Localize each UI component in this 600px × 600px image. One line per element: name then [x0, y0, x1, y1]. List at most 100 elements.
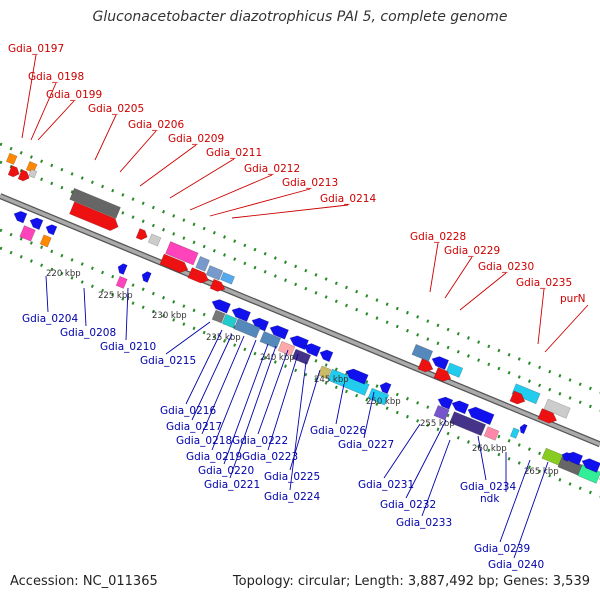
bottom-leader-line [201, 335, 245, 435]
gene-label-reverse: Gdia_0233 [396, 517, 452, 529]
reverse-gene-arrow [345, 368, 369, 385]
gene-label-forward: Gdia_0230 [478, 261, 534, 273]
gene-box [449, 411, 487, 437]
gene-label-reverse: Gdia_0234 [460, 481, 516, 493]
bottom-leader-line [289, 369, 321, 471]
gene-label-reverse: Gdia_0240 [488, 559, 544, 571]
reverse-gene-arrow [451, 400, 470, 415]
bottom-leader-line [223, 343, 269, 465]
reverse-gene-arrow [251, 317, 270, 332]
scale-label: 250 kbp [366, 397, 401, 407]
gene-label-forward: Gdia_0211 [206, 147, 262, 159]
gene-feature-53 [511, 383, 541, 405]
gene-box [233, 318, 261, 339]
gene-label-reverse: Gdia_0225 [264, 471, 320, 483]
gene-feature-19 [19, 225, 36, 242]
scale-label: 235 kbp [206, 333, 241, 343]
bottom-leader-line [229, 345, 277, 479]
gene-label-forward: Gdia_0209 [168, 133, 224, 145]
gene-box [483, 426, 500, 441]
gene-label-reverse: Gdia_0208 [60, 327, 116, 339]
forward-gene-arrow [433, 367, 452, 382]
forward-gene-arrow [417, 358, 434, 373]
gene-label-forward: Gdia_0228 [410, 231, 466, 243]
gene-box [509, 427, 520, 439]
gene-feature-34 [259, 330, 282, 349]
bottom-leader-line [477, 435, 487, 481]
gene-feature-48 [451, 400, 470, 415]
gene-feature-45 [417, 358, 434, 373]
bottom-leader-line [83, 287, 87, 327]
feature-layer [5, 152, 600, 484]
gene-feature-52 [483, 426, 500, 441]
gene-label-reverse: Gdia_0215 [140, 355, 196, 367]
gene-feature-17 [29, 217, 44, 231]
gene-box [433, 405, 450, 421]
bottom-leader-line [421, 439, 451, 517]
gene-feature-41 [345, 368, 369, 385]
reverse-gene-arrow [303, 343, 322, 357]
gene-label-reverse: Gdia_0232 [380, 499, 436, 511]
gene-feature-40 [379, 382, 392, 395]
gene-box [211, 309, 226, 324]
gene-label-reverse: Gdia_0227 [338, 439, 394, 451]
top-leader-line [94, 114, 117, 161]
forward-gene-arrow [509, 390, 526, 405]
gene-feature-32 [221, 313, 238, 329]
top-leader-line [231, 204, 349, 219]
gene-label-reverse: Gdia_0218 [176, 435, 232, 447]
gene-feature-10 [195, 256, 210, 272]
scale-label: 225 kbp [98, 291, 133, 301]
reverse-gene-arrow [269, 325, 289, 340]
gene-box [221, 313, 238, 329]
top-leader-line [189, 174, 273, 211]
reverse-gene-arrow [467, 406, 495, 426]
gene-feature-43 [431, 356, 450, 370]
top-leader-line [459, 272, 507, 311]
scale-label: 260 kbp [472, 444, 507, 454]
gene-feature-14 [187, 267, 209, 284]
gene-label-reverse: Gdia_0220 [198, 465, 254, 477]
gene-box [411, 343, 434, 362]
reverse-gene-arrow [45, 224, 58, 236]
gene-feature-30 [319, 349, 334, 363]
forward-gene-arrow [537, 408, 558, 424]
reverse-gene-arrow [561, 452, 572, 462]
gene-feature-7 [135, 228, 148, 241]
reverse-gene-arrow [437, 396, 454, 410]
bottom-leader-line [211, 339, 257, 451]
gene-feature-57 [519, 423, 528, 435]
top-leader-line [544, 304, 589, 353]
gene-label-reverse: Gdia_0210 [100, 341, 156, 353]
gene-label-reverse: Gdia_0221 [204, 479, 260, 491]
gene-feature-55 [509, 390, 526, 405]
gene-label-reverse: Gdia_0223 [242, 451, 298, 463]
bottom-leader-line [45, 275, 49, 313]
top-leader-line [169, 158, 235, 199]
gene-feature-22 [141, 271, 152, 283]
gene-feature-16 [13, 210, 28, 224]
gene-box [205, 265, 224, 281]
gene-feature-39 [367, 387, 390, 406]
gene-box [277, 340, 296, 357]
scale-label: 245 kbp [314, 375, 349, 385]
gene-feature-11 [205, 265, 224, 281]
reverse-gene-arrow [231, 307, 251, 322]
scale-label: 265 kbp [524, 467, 559, 477]
reverse-gene-arrow [581, 458, 600, 473]
gene-box [147, 233, 162, 247]
gene-label-reverse: Gdia_0216 [160, 405, 216, 417]
gene-feature-1 [25, 161, 38, 174]
gene-label-forward: Gdia_0206 [128, 119, 184, 131]
gene-feature-64 [561, 452, 572, 462]
scale-label: 240 kbp [260, 353, 295, 363]
gene-feature-54 [543, 398, 571, 419]
bottom-leader-line [363, 391, 375, 439]
gene-feature-27 [269, 325, 289, 340]
forward-gene-arrow [135, 228, 148, 241]
gene-feature-51 [449, 411, 487, 437]
gene-label-forward: Gdia_0235 [516, 277, 572, 289]
gene-box [445, 362, 464, 378]
gene-label-forward: Gdia_0213 [282, 177, 338, 189]
